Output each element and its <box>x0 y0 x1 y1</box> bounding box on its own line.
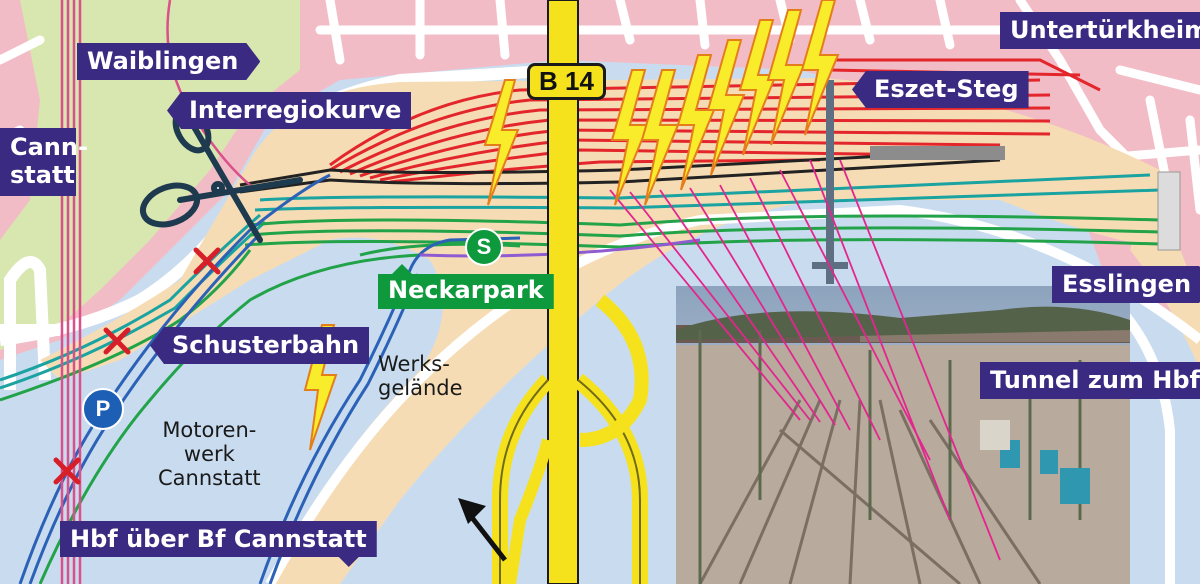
bridge-east <box>1157 171 1181 251</box>
lightning-icon <box>800 0 840 136</box>
label-motorenwerk: Motoren- werk Cannstatt <box>158 418 261 491</box>
tracks-pink <box>60 0 251 584</box>
photo-frame <box>676 286 1130 584</box>
label-eszet-steg: Eszet-Steg <box>852 71 1029 108</box>
lightning-icon <box>610 69 650 206</box>
lightning-icon <box>706 39 746 176</box>
road-label-b14: B 14 <box>527 63 606 101</box>
label-esslingen: Esslingen <box>1052 266 1200 303</box>
lightning-icon <box>766 9 806 146</box>
s-bahn-icon: S <box>465 228 503 266</box>
lightning-icon <box>640 69 680 206</box>
arrow-icon <box>458 498 507 562</box>
label-schusterbahn: Schusterbahn <box>150 327 370 364</box>
lightning-icon <box>676 54 716 191</box>
tracks-green <box>0 214 1161 584</box>
x-mark-icons <box>53 247 221 485</box>
label-untertuerkheim: Untertürkheim <box>1000 12 1200 49</box>
projection-lines <box>609 159 1001 561</box>
platform <box>870 146 1005 160</box>
x-mark-icon <box>103 327 131 355</box>
rail-corridor <box>40 78 1170 584</box>
lightning-icon <box>483 79 520 206</box>
parking-icon: P <box>82 388 124 430</box>
label-waiblingen: Waiblingen <box>77 43 260 80</box>
x-mark-icon <box>193 247 221 275</box>
street-grid <box>0 0 1200 215</box>
label-cannstatt: Cann- statt <box>0 128 88 197</box>
label-interregiokurve: Interregiokurve <box>167 92 412 129</box>
label-tunnel-hbf: Tunnel zum Hbf <box>980 362 1200 399</box>
lightning-icons <box>303 0 840 451</box>
x-mark-icon <box>53 457 81 485</box>
label-werksgelaende: Werks- gelände <box>378 352 463 401</box>
lightning-icon <box>738 19 778 156</box>
